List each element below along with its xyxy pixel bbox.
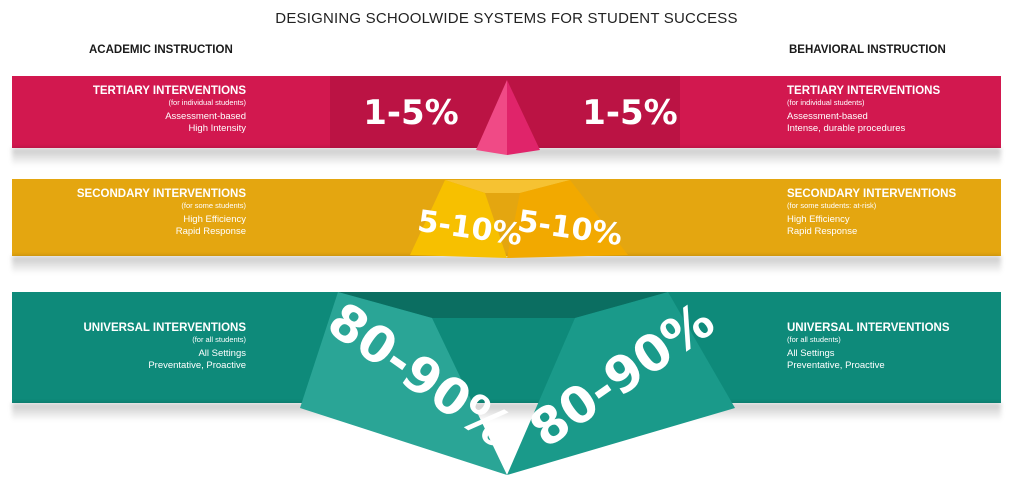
tertiary-behavioral-line1: Assessment-based <box>787 111 868 122</box>
tertiary-academic-sub: (for individual students) <box>168 98 246 107</box>
tertiary-percent-left: 1-5% <box>363 93 459 133</box>
secondary-behavioral-sub: (for some students: at-risk) <box>787 201 877 210</box>
universal-pyramid-right-face <box>507 292 735 475</box>
universal-behavioral-line2: Preventative, Proactive <box>787 360 885 371</box>
secondary-behavioral-text: SECONDARY INTERVENTIONS (for some studen… <box>787 188 956 238</box>
universal-academic-heading: UNIVERSAL INTERVENTIONS <box>83 322 246 334</box>
band-shadow <box>12 148 1001 166</box>
tertiary-behavioral-text: TERTIARY INTERVENTIONS (for individual s… <box>787 85 940 135</box>
universal-behavioral-line1: All Settings <box>787 348 835 359</box>
tertiary-academic-text: TERTIARY INTERVENTIONS (for individual s… <box>93 85 246 135</box>
universal-academic-sub: (for all students) <box>192 335 246 344</box>
tertiary-academic-heading: TERTIARY INTERVENTIONS <box>92 85 246 97</box>
secondary-academic-heading: SECONDARY INTERVENTIONS <box>76 188 246 200</box>
tertiary-academic-line1: Assessment-based <box>165 111 246 122</box>
universal-pyramid-left-face <box>300 292 507 475</box>
universal-academic-line2: Preventative, Proactive <box>148 360 246 371</box>
universal-behavioral-sub: (for all students) <box>787 335 841 344</box>
page-title: DESIGNING SCHOOLWIDE SYSTEMS FOR STUDENT… <box>275 10 738 27</box>
secondary-pyramid-left-face <box>410 180 507 258</box>
secondary-pyramid-top-face <box>445 180 570 193</box>
secondary-academic-sub: (for some students) <box>181 201 246 210</box>
tertiary-pyramid-right-face <box>507 80 540 155</box>
universal-pyramid-top-face <box>338 292 668 318</box>
tertiary-behavioral-line2: Intense, durable procedures <box>787 123 906 134</box>
secondary-behavioral-line2: Rapid Response <box>787 226 858 237</box>
secondary-academic-line1: High Efficiency <box>183 214 246 225</box>
academic-instruction-header: ACADEMIC INSTRUCTION <box>89 44 233 56</box>
tertiary-behavioral-sub: (for individual students) <box>787 98 865 107</box>
universal-behavioral-heading: UNIVERSAL INTERVENTIONS <box>787 322 950 334</box>
band-shadow <box>12 256 1001 274</box>
tertiary-pyramid-left-face <box>476 80 507 155</box>
behavioral-instruction-header: BEHAVIORAL INSTRUCTION <box>789 44 946 56</box>
universal-academic-line1: All Settings <box>198 348 246 359</box>
band-shadow <box>12 403 1001 421</box>
secondary-behavioral-heading: SECONDARY INTERVENTIONS <box>787 188 957 200</box>
universal-behavioral-text: UNIVERSAL INTERVENTIONS (for all student… <box>787 322 950 372</box>
secondary-academic-line2: Rapid Response <box>175 226 246 237</box>
tertiary-academic-line2: High Intensity <box>188 123 246 134</box>
secondary-pyramid-right-face <box>507 180 628 258</box>
secondary-academic-text: SECONDARY INTERVENTIONS (for some studen… <box>77 188 246 238</box>
tertiary-behavioral-heading: TERTIARY INTERVENTIONS <box>787 85 941 97</box>
universal-academic-text: UNIVERSAL INTERVENTIONS (for all student… <box>83 322 246 372</box>
secondary-behavioral-line1: High Efficiency <box>787 214 850 225</box>
tertiary-percent-right: 1-5% <box>582 93 678 133</box>
